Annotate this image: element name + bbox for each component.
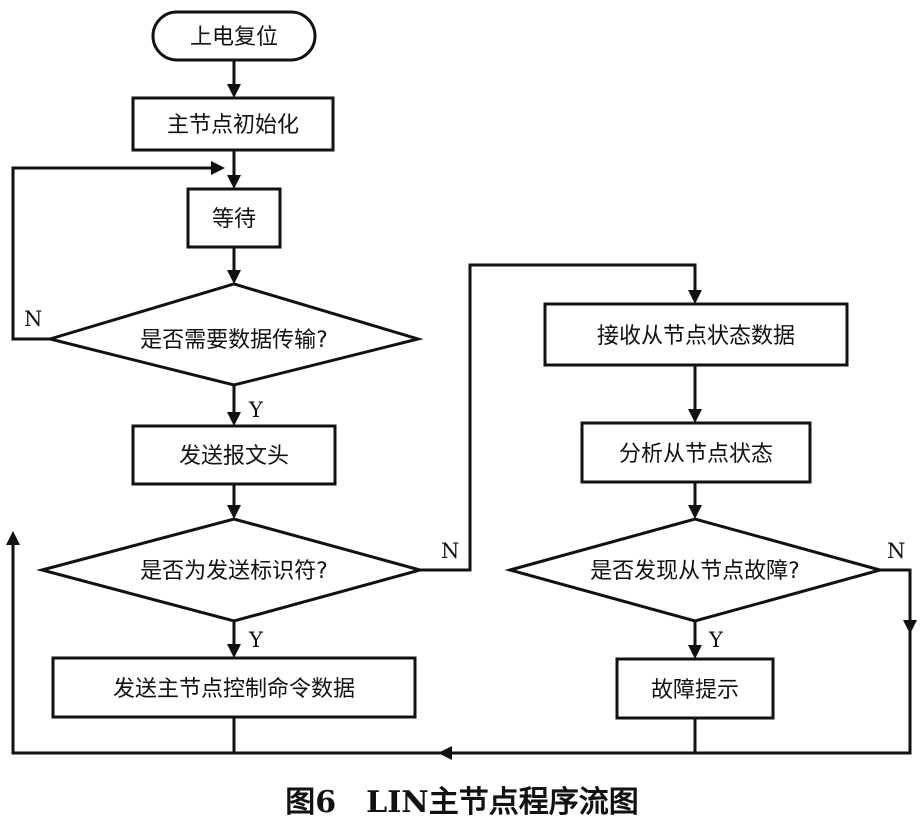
figure-caption: 图6 LIN主节点程序流图 bbox=[285, 785, 638, 820]
node-fault-alert: 故障提示 bbox=[615, 657, 775, 720]
node-wait: 等待 bbox=[186, 187, 282, 249]
label-fault-found-no: N bbox=[887, 539, 905, 563]
arrow-loop-entry bbox=[211, 161, 225, 175]
arrow-to-init bbox=[227, 84, 241, 98]
arrow-bus-left bbox=[438, 746, 452, 760]
decision-need-transfer-label: 是否需要数据传输? bbox=[140, 328, 328, 353]
arrowheads bbox=[6, 84, 917, 760]
arrow-to-header bbox=[227, 412, 241, 426]
arrow-to-receive bbox=[688, 290, 702, 304]
node-start: 上电复位 bbox=[151, 10, 317, 62]
decision-fault-found: 是否发现从节点故障? bbox=[504, 517, 886, 623]
node-init: 主节点初始化 bbox=[131, 96, 335, 152]
decision-is-send-id-label: 是否为发送标识符? bbox=[140, 559, 328, 584]
node-send-master-data-label: 发送主节点控制命令数据 bbox=[113, 677, 355, 702]
arrow-to-fault bbox=[688, 505, 702, 519]
arrow-to-wait bbox=[227, 175, 241, 189]
arrow-to-analyze bbox=[688, 409, 702, 423]
node-wait-label: 等待 bbox=[212, 207, 256, 232]
node-start-label: 上电复位 bbox=[190, 25, 278, 50]
label-is-send-id-no: N bbox=[441, 539, 459, 563]
label-is-send-id-yes: Y bbox=[248, 628, 264, 652]
decision-fault-found-label: 是否发现从节点故障? bbox=[590, 559, 800, 584]
connectors bbox=[11, 60, 912, 755]
decision-need-transfer: 是否需要数据传输? bbox=[44, 282, 424, 387]
connector-no-id-receive bbox=[420, 263, 697, 572]
node-send-master-data: 发送主节点控制命令数据 bbox=[51, 656, 417, 719]
arrow-loop-up bbox=[6, 531, 20, 545]
loop-bottom-left bbox=[11, 540, 234, 755]
node-send-header: 发送报文头 bbox=[131, 424, 337, 486]
loop-no-transfer bbox=[11, 166, 222, 341]
arrow-to-alert bbox=[688, 645, 702, 659]
label-fault-found-yes: Y bbox=[708, 628, 724, 652]
label-need-transfer-yes: Y bbox=[248, 398, 264, 422]
node-receive-slave-label: 接收从节点状态数据 bbox=[597, 324, 795, 349]
arrow-to-decision2 bbox=[227, 505, 241, 519]
node-init-label: 主节点初始化 bbox=[167, 113, 299, 138]
decision-is-send-id: 是否为发送标识符? bbox=[36, 517, 426, 623]
node-analyze-slave: 分析从节点状态 bbox=[580, 421, 812, 484]
arrow-to-decision1 bbox=[227, 270, 241, 284]
node-send-header-label: 发送报文头 bbox=[179, 444, 289, 469]
node-receive-slave: 接收从节点状态数据 bbox=[543, 302, 849, 367]
label-need-transfer-no: N bbox=[24, 307, 42, 331]
arrow-to-send bbox=[227, 644, 241, 658]
node-analyze-slave-label: 分析从节点状态 bbox=[619, 442, 773, 467]
connector-fault-no-bus bbox=[440, 568, 912, 755]
arrow-fault-no-down bbox=[903, 620, 917, 634]
node-fault-alert-label: 故障提示 bbox=[651, 678, 739, 703]
